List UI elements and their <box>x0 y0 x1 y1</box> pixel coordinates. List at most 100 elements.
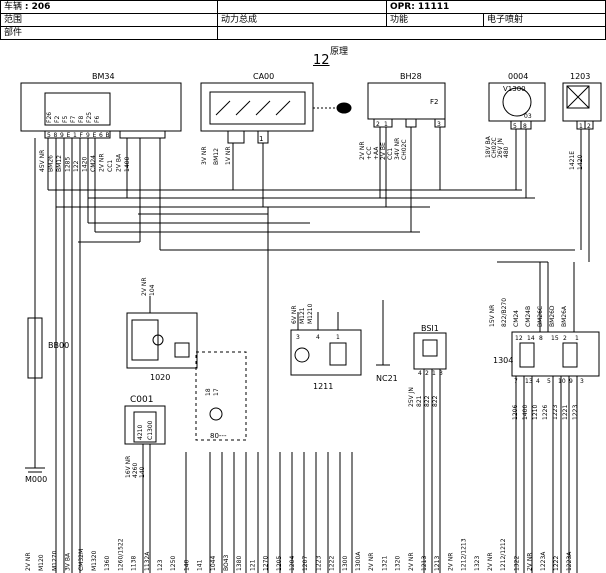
c1304-top-pin-5: 1 <box>575 335 579 342</box>
c1020-pin-0: 18 <box>205 388 212 396</box>
bm34-pin-strip-right <box>119 130 166 139</box>
vehicle-label: 车辆 <box>4 2 23 12</box>
c1304-top-wire-5: BM26D <box>549 305 556 327</box>
bottom-wire-15: BO43 <box>223 554 230 571</box>
c0004-wire-0: 18V BA <box>485 135 492 158</box>
key-icon <box>336 102 352 114</box>
ca00-label: CA00 <box>253 72 274 81</box>
c1211-wire-0: 6V NR <box>291 306 298 325</box>
c1020-inner <box>131 319 159 361</box>
c1020-pin-1: 17 <box>213 388 220 396</box>
c1304-top-wire-3: CM24B <box>525 306 532 327</box>
bottom-wire-34: 1323 <box>474 556 481 571</box>
c1304-label: 1304 <box>493 356 513 365</box>
diagram-subtitle: 原理 <box>330 47 349 57</box>
c1304-top-pin-4: 2 <box>563 335 567 342</box>
c1020-relay <box>174 342 190 358</box>
bh28-wire-3: 2V BE <box>380 142 387 160</box>
bottom-wire-39: 1223A <box>540 551 547 571</box>
bottom-wire-7: 1260/1522 <box>117 538 124 571</box>
function-label: 功能 <box>390 15 409 25</box>
bottom-wire-38: 2V NR <box>527 553 534 572</box>
opr-value: : 11111 <box>411 2 450 12</box>
c0004-pin-label-c: 03 <box>524 113 532 120</box>
c1304-relay-1 <box>519 342 535 368</box>
c1304-bottom-pin-1: 13 <box>525 378 533 385</box>
c1304-top-pin-2: 8 <box>539 335 543 342</box>
c1211-pin-0: 3 <box>296 334 300 341</box>
bsi1-wire-1: 821 <box>416 395 423 407</box>
c1203-box <box>562 82 602 122</box>
bb00-battery <box>27 317 43 379</box>
bottom-wire-24: 1300 <box>342 556 349 571</box>
nc21-label: NC21 <box>376 374 398 383</box>
system-label: 动力总成 <box>221 15 258 25</box>
c1304-bottom-pin-4: 10 <box>558 378 566 385</box>
bm34-fuse-3: F7 <box>70 116 77 123</box>
bottom-wire-30: 1213 <box>421 556 428 571</box>
bm34-wire-10: 1400 <box>124 157 131 172</box>
header-table: 车辆 : 206 OPR: 11111 范围 动力总成 功能 电子喷射 部件 <box>0 0 606 40</box>
c1203-pin-label-b: 2 <box>587 123 591 130</box>
bottom-wire-11: 1250 <box>170 556 177 571</box>
bh28-pin-12 <box>373 118 393 128</box>
bh28-pin-label-b: 1 <box>384 121 388 128</box>
c1304-bottom-pin-3: 5 <box>547 378 551 385</box>
c1211-label: 1211 <box>313 382 333 391</box>
bottom-wire-26: 2V NR <box>368 553 375 572</box>
bh28-wire-6: CH02C <box>401 139 408 160</box>
c0004-label: 0004 <box>508 72 528 81</box>
ca00-wire-1: BM12 <box>213 148 220 165</box>
bottom-wire-25: 1300A <box>355 551 362 571</box>
bh28-wire-5: 34V NR <box>394 138 401 160</box>
bm34-wire-1: BM26 <box>48 155 55 172</box>
bsi1-pin-2: 1 <box>432 370 436 377</box>
c001-value-0: 4210 <box>137 425 144 440</box>
c001-box <box>124 405 166 445</box>
bottom-wire-28: 1320 <box>395 556 402 571</box>
v1300-label: V1300 <box>503 85 526 93</box>
bottom-wire-9: 1132A <box>144 551 151 571</box>
c1211-motor <box>294 347 310 363</box>
bottom-wire-22: 1223 <box>315 556 322 571</box>
bsi1-wire-2: 822 <box>424 395 431 407</box>
c1203-inner <box>566 85 590 109</box>
c1304-bottom-pin-0: 7 <box>514 378 518 385</box>
bm34-wire-8: CC1 <box>107 160 114 172</box>
diagram-strokes <box>20 82 602 573</box>
bm34-wire-7: 2V NR <box>99 154 106 173</box>
bh28-wire-4: CC1 <box>387 148 394 160</box>
bm34-fuse-panel <box>44 92 111 126</box>
bm34-fuse-1: F2 <box>54 116 61 123</box>
bh28-pin-label-c: 3 <box>437 121 441 128</box>
bottom-wire-17: 121 <box>249 559 256 571</box>
page-number: 12 <box>313 53 330 68</box>
bottom-wire-16: 1380 <box>236 556 243 571</box>
c1211-wire-1: M121 <box>299 307 306 324</box>
function-value: 电子喷射 <box>487 15 524 25</box>
bsi1-inner <box>422 339 438 357</box>
bm34-wire-2: BM12 <box>56 155 63 172</box>
bm34-pin-3: E <box>67 132 71 139</box>
c1304-bottom-wire-2: 1210 <box>532 405 539 420</box>
bm34-wire-0: 45V NR <box>39 150 46 172</box>
c1304-bottom-wire-3: 1226 <box>542 405 549 420</box>
vehicle-value: : 206 <box>24 2 51 12</box>
c1304-relay-2 <box>562 342 578 368</box>
bm34-fuse-2: F5 <box>62 116 69 123</box>
bsi1-box <box>413 332 447 370</box>
bottom-wire-13: 141 <box>197 559 204 571</box>
c001-wire-2: 140 <box>139 466 146 478</box>
c1304-bottom-pin-2: 4 <box>536 378 540 385</box>
bsi1-pin-0: 4 <box>418 370 422 377</box>
c80-dashed <box>195 351 247 441</box>
bm34-wire-5: 1420 <box>82 157 89 172</box>
c1211-pin-1: 4 <box>316 334 320 341</box>
c0004-wire-1: CH02C <box>491 137 498 158</box>
c1304-bottom-wire-1: 1400 <box>522 405 529 420</box>
bh28-pin-label-a: 2 <box>376 121 380 128</box>
bottom-wire-37: 1322 <box>513 556 520 571</box>
c1211-pin-2: 1 <box>336 334 340 341</box>
c1304-top-pin-3: 15 <box>551 335 559 342</box>
c1020-label: 1020 <box>150 373 170 382</box>
